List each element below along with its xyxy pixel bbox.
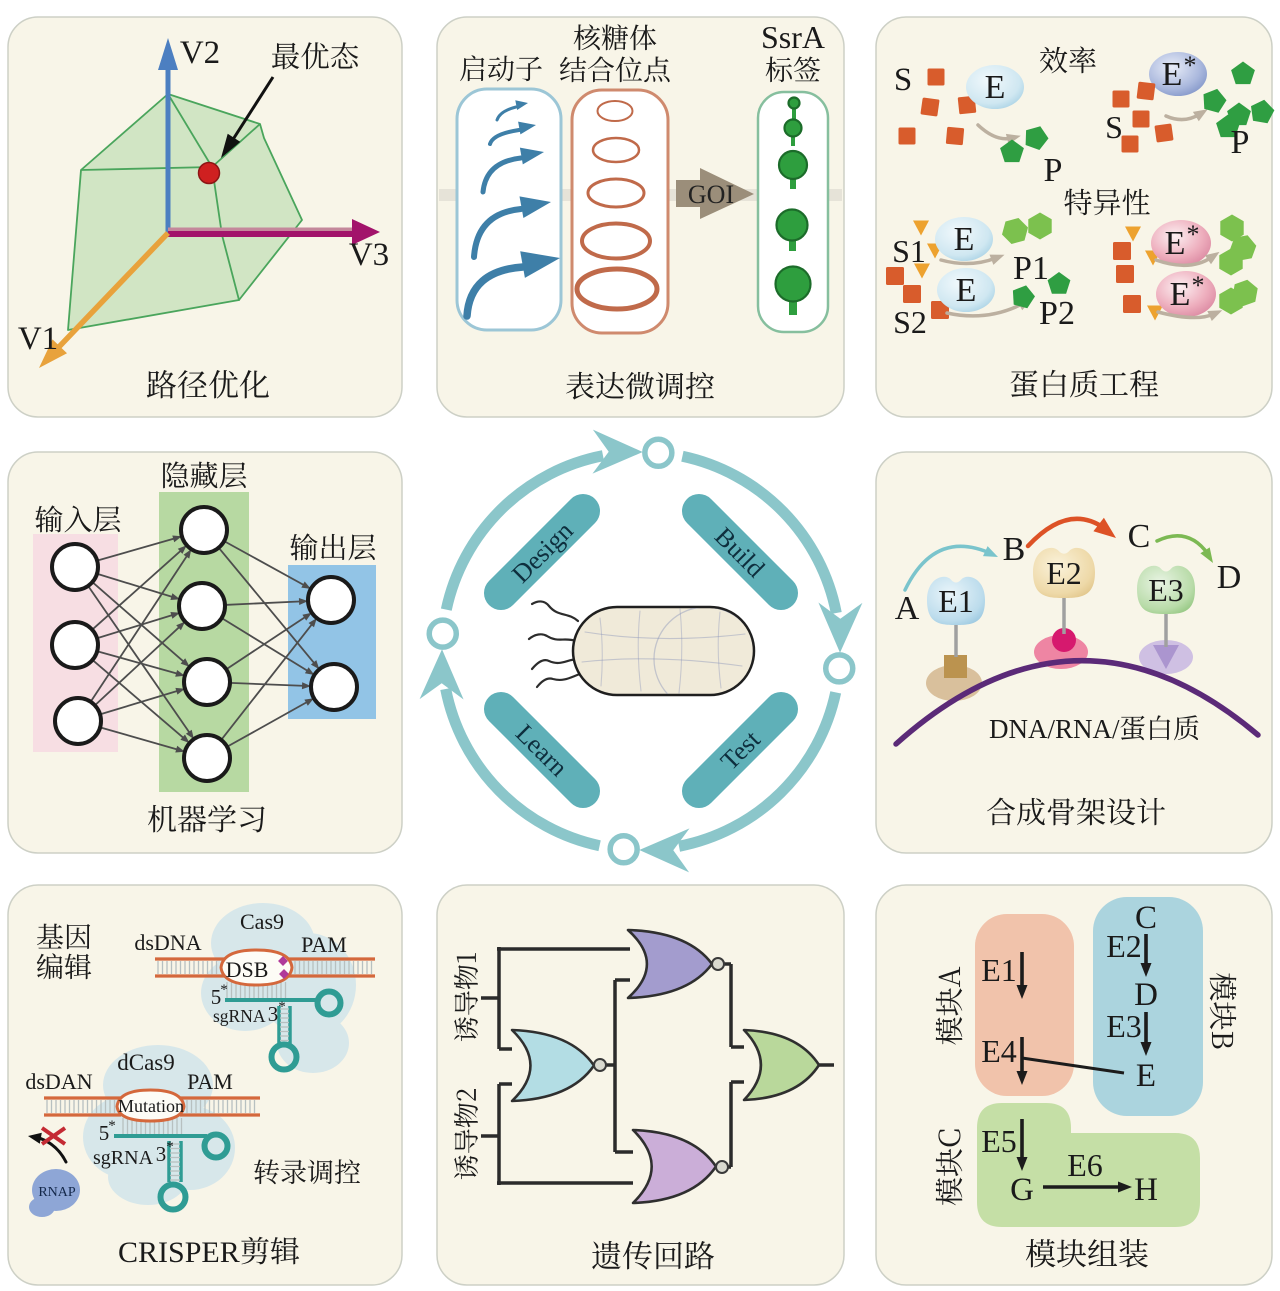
svg-text:E4: E4 [981, 1033, 1017, 1069]
svg-text:G: G [1010, 1172, 1034, 1208]
svg-text:C: C [1135, 900, 1157, 936]
svg-text:P2: P2 [1039, 295, 1075, 332]
svg-text:*: * [278, 999, 286, 1015]
svg-text:V3: V3 [349, 237, 389, 273]
svg-text:C: C [1128, 518, 1151, 555]
svg-text:S2: S2 [893, 304, 927, 340]
svg-text:*: * [1187, 220, 1200, 249]
svg-text:Mutation: Mutation [118, 1096, 184, 1116]
svg-text:E: E [1136, 1058, 1156, 1094]
svg-text:sgRNA: sgRNA [213, 1006, 266, 1026]
svg-text:dsDNA: dsDNA [134, 930, 201, 955]
svg-text:S: S [894, 62, 912, 98]
svg-text:Design: Design [506, 516, 579, 589]
svg-text:RNAP: RNAP [38, 1185, 76, 1200]
svg-text:SsrA: SsrA [761, 19, 825, 55]
svg-text:GOI: GOI [688, 180, 734, 209]
svg-text:*: * [1192, 271, 1205, 300]
svg-text:*: * [1184, 51, 1197, 80]
svg-text:*: * [108, 1118, 116, 1134]
svg-text:dCas9: dCas9 [117, 1050, 175, 1075]
svg-text:P: P [1044, 152, 1063, 189]
svg-text:E: E [1165, 225, 1186, 262]
svg-text:A: A [895, 590, 920, 627]
svg-text:S1: S1 [892, 233, 926, 269]
svg-text:PAM: PAM [301, 932, 347, 957]
svg-text:P: P [1231, 124, 1250, 161]
svg-text:3: 3 [156, 1142, 167, 1166]
svg-text:V1: V1 [18, 321, 58, 357]
svg-text:E2: E2 [1106, 928, 1142, 964]
svg-text:E: E [956, 272, 977, 309]
svg-text:DSB: DSB [226, 957, 269, 982]
svg-text:dsDAN: dsDAN [25, 1069, 92, 1094]
svg-text:E1: E1 [938, 583, 974, 619]
svg-text:E5: E5 [981, 1123, 1017, 1159]
svg-text:B: B [1003, 531, 1026, 568]
svg-text:5: 5 [211, 985, 222, 1009]
svg-text:PAM: PAM [187, 1069, 233, 1094]
svg-text:3: 3 [268, 1002, 279, 1026]
svg-text:DNA/RNA/: DNA/RNA/ [989, 714, 1120, 744]
svg-text:E2: E2 [1046, 555, 1082, 591]
svg-text:D: D [1134, 977, 1158, 1013]
svg-text:*: * [166, 1139, 174, 1155]
svg-text:E: E [1170, 276, 1191, 313]
svg-text:sgRNA: sgRNA [93, 1147, 154, 1169]
svg-text:E3: E3 [1106, 1008, 1142, 1044]
svg-text:E1: E1 [981, 952, 1017, 988]
svg-text:V2: V2 [180, 35, 220, 71]
svg-text:CRISPER: CRISPER [118, 1236, 240, 1269]
svg-text:D: D [1217, 559, 1242, 596]
svg-text:5: 5 [99, 1121, 110, 1145]
svg-text:H: H [1134, 1172, 1158, 1208]
svg-text:E: E [954, 221, 975, 258]
svg-text:E6: E6 [1067, 1147, 1103, 1183]
svg-text:E3: E3 [1148, 572, 1184, 608]
svg-text:S: S [1105, 109, 1123, 145]
svg-text:*: * [220, 982, 228, 998]
svg-text:P1: P1 [1013, 250, 1049, 287]
svg-text:Cas9: Cas9 [240, 909, 284, 934]
svg-text:E: E [1162, 56, 1183, 93]
svg-text:E: E [985, 69, 1006, 106]
